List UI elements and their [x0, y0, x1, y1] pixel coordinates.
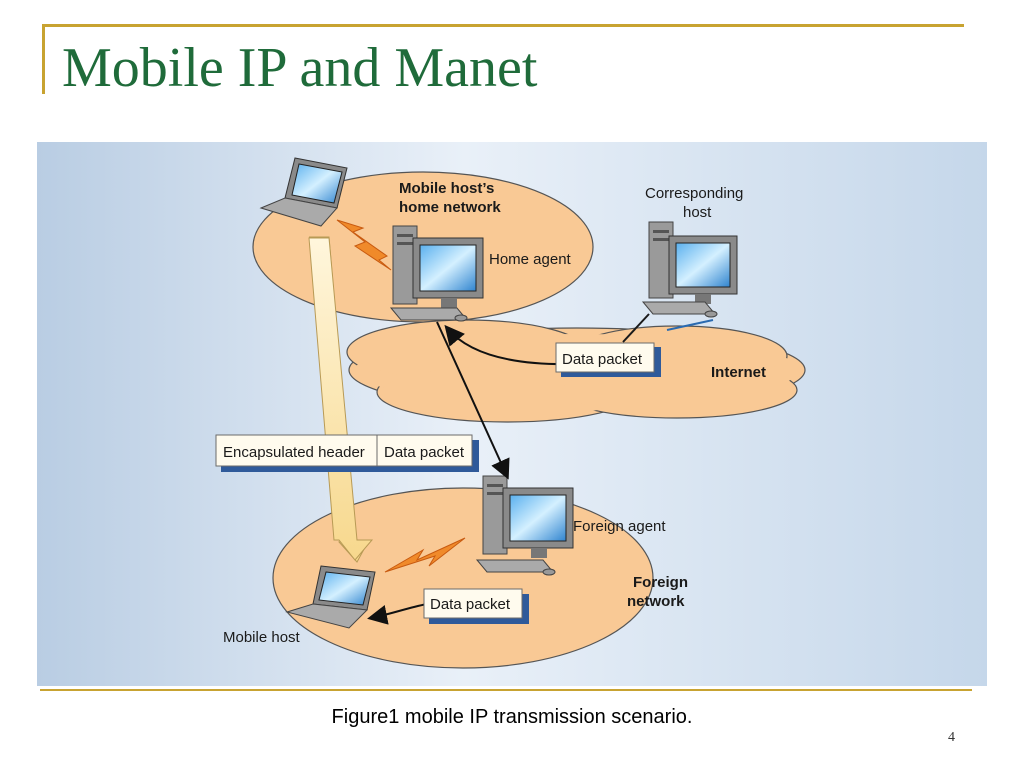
home-network-label-line2: home network [399, 199, 501, 216]
home-agent-label: Home agent [489, 251, 572, 268]
encapsulated-data-packet-label: Data packet [384, 444, 465, 461]
arrow-to-mobile-host [367, 603, 428, 625]
internet-label: Internet [711, 364, 766, 381]
internet-data-packet-label: Data packet [562, 351, 643, 368]
mobile-host-label: Mobile host [223, 629, 301, 646]
bottom-rule [40, 689, 972, 691]
mobile-host-laptop-home-icon [259, 157, 348, 227]
page-number: 4 [948, 730, 955, 745]
figure-panel: Data packet Encapsulated header Data pac… [37, 142, 987, 686]
home-agent-computer-icon [389, 225, 484, 322]
frame-left-rule [42, 24, 45, 94]
arrow-to-foreign-agent [436, 321, 510, 480]
corresponding-host-label-line2: host [683, 204, 712, 221]
wireless-bolt-foreign [384, 537, 466, 573]
internet-data-packet: Data packet [555, 342, 661, 377]
corresponding-host-computer-icon [641, 221, 738, 318]
encapsulated-header-label: Encapsulated header [223, 444, 365, 461]
mobile-ip-diagram: Data packet Encapsulated header Data pac… [215, 157, 806, 669]
corresponding-host-link [622, 313, 650, 343]
foreign-data-packet: Data packet [423, 588, 529, 624]
foreign-agent-label: Foreign agent [573, 518, 666, 535]
frame-top-rule [44, 24, 964, 27]
wireless-bolt-home [336, 219, 392, 271]
mobile-host-laptop-foreign-icon [285, 565, 376, 629]
foreign-network-label-line2: network [627, 593, 685, 610]
slide-title: Mobile IP and Manet [62, 37, 538, 99]
arrow-to-home-agent [444, 324, 578, 366]
corresponding-host-label-line1: Corresponding [645, 185, 743, 202]
foreign-network-label-line1: Foreign [633, 574, 688, 591]
home-network-label-line1: Mobile host’s [399, 180, 494, 197]
foreign-agent-computer-icon [475, 475, 574, 576]
encapsulated-packet: Encapsulated header Data packet [215, 434, 479, 472]
tunnel-arrow [308, 236, 374, 563]
figure-caption: Figure1 mobile IP transmission scenario. [331, 706, 693, 728]
foreign-data-packet-label: Data packet [430, 596, 511, 613]
